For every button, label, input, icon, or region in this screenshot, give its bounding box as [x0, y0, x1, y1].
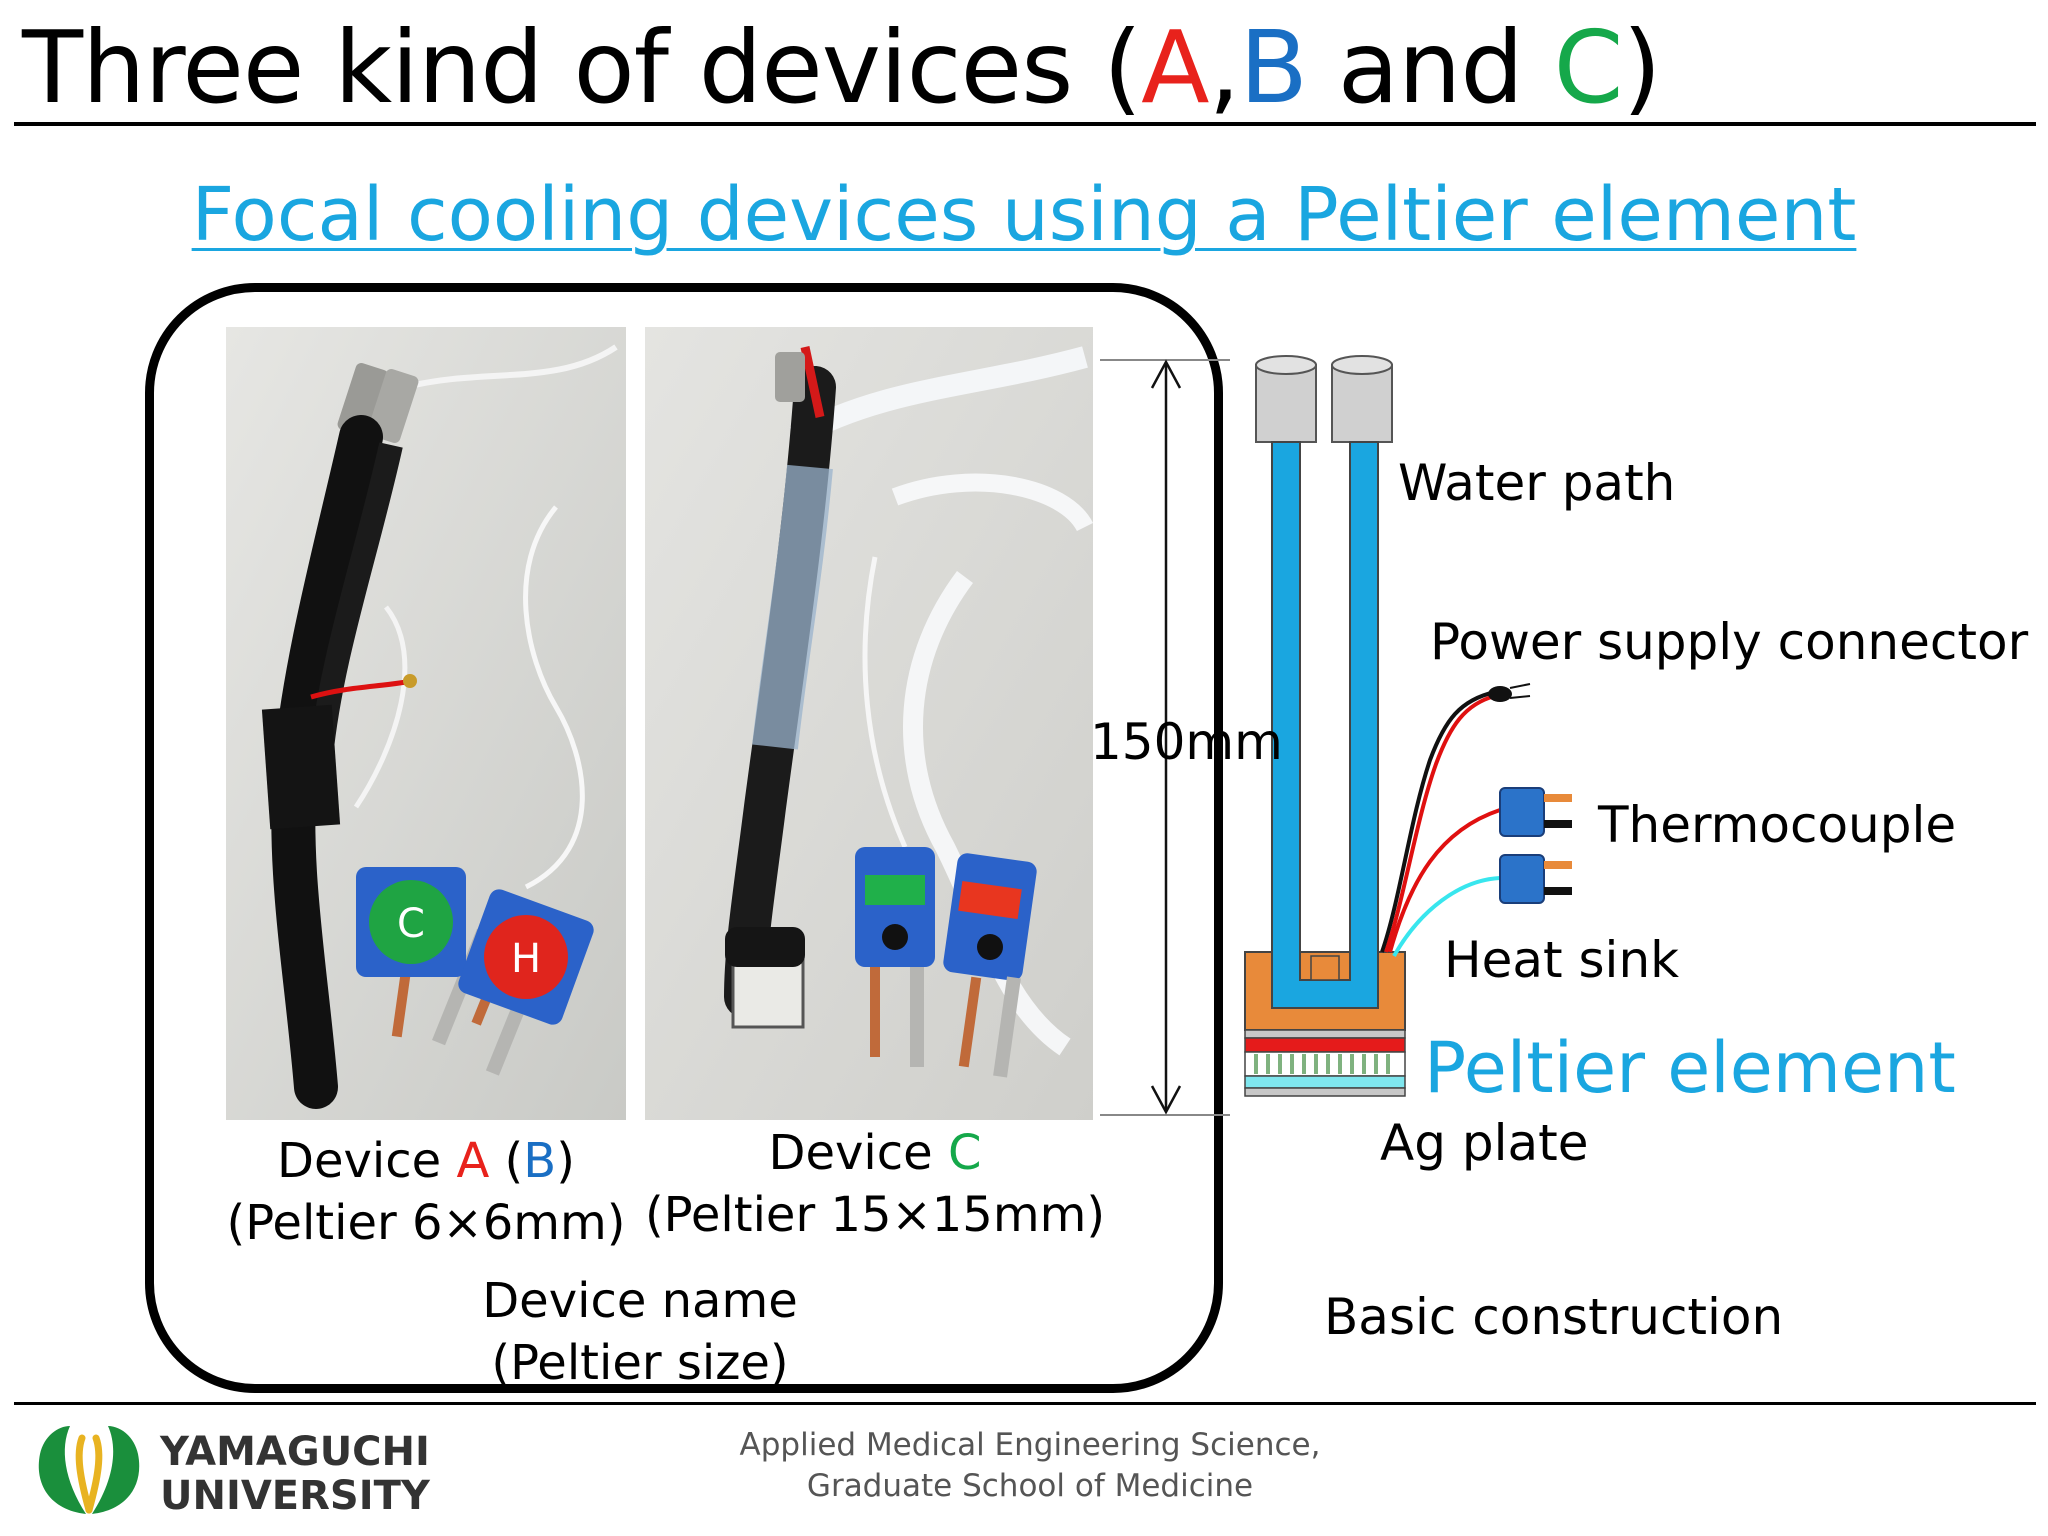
footer-rule: [14, 1402, 2036, 1405]
water-fitting-left-top: [1255, 355, 1317, 375]
power-supply-label: Power supply connector: [1430, 613, 2029, 671]
device-c-letter: C: [947, 1125, 982, 1181]
power-pin-1: [1509, 683, 1531, 689]
legend-device-name: Device name: [482, 1273, 798, 1329]
peltier-legs: [1254, 1054, 1390, 1074]
ag-plate: [1244, 1087, 1406, 1097]
device-a-photo: C H: [226, 327, 626, 1120]
title-suffix: ): [1622, 9, 1661, 126]
university-name: YAMAGUCHI UNIVERSITY: [160, 1430, 430, 1518]
device-c-name: Device C: [768, 1125, 982, 1181]
thermocouple-plug-2: [1499, 854, 1545, 904]
peltier-element-label: Peltier element: [1424, 1027, 1956, 1109]
title-letter-c: C: [1553, 9, 1624, 126]
thermocouple-pin-2b: [1544, 887, 1572, 895]
title-rule: [14, 122, 2036, 126]
heat-sink-label: Heat sink: [1444, 931, 1680, 989]
thermocouple-pin-1b: [1544, 820, 1572, 828]
legend-peltier-size: (Peltier size): [491, 1335, 789, 1391]
department-line-1: Applied Medical Engineering Science,: [739, 1427, 1321, 1463]
water-fitting-right: [1331, 364, 1393, 443]
thermocouple-wire-red: [1388, 808, 1501, 953]
device-b-letter: B: [523, 1133, 557, 1189]
university-line-1: YAMAGUCHI: [160, 1429, 430, 1475]
device-a-caption: Device A (B) (Peltier 6×6mm): [196, 1130, 656, 1254]
thermocouple-pin-2a: [1544, 861, 1572, 869]
university-line-2: UNIVERSITY: [160, 1473, 430, 1519]
thermocouple-wire-cyan: [1392, 876, 1501, 957]
length-label: 150mm: [1090, 713, 1283, 771]
device-a-letter: A: [456, 1133, 490, 1189]
connector-c-label: C: [397, 901, 425, 947]
construction-diagram: [1100, 355, 1572, 1116]
slide-subtitle: Focal cooling devices using a Peltier el…: [191, 172, 1857, 258]
dimension-arrow-head-top: [1150, 359, 1182, 389]
ag-plate-label: Ag plate: [1380, 1114, 1589, 1172]
device-a-name: Device A (B): [277, 1133, 575, 1189]
peltier-cold-layer: [1244, 1075, 1406, 1089]
power-supply-connector: [1488, 686, 1512, 702]
device-c-photo: [645, 327, 1093, 1120]
department-line-2: Graduate School of Medicine: [806, 1468, 1254, 1504]
peltier-hot-layer: [1244, 1037, 1406, 1053]
basic-construction-label: Basic construction: [1324, 1288, 1784, 1346]
title-and: and: [1306, 9, 1554, 126]
device-c-caption: Device C (Peltier 15×15mm): [640, 1122, 1110, 1246]
heat-sink-center: [1310, 955, 1340, 981]
water-path-label: Water path: [1398, 454, 1676, 512]
device-c-size: (Peltier 15×15mm): [644, 1187, 1106, 1243]
department-name: Applied Medical Engineering Science, Gra…: [700, 1425, 1360, 1507]
power-pin-2: [1509, 695, 1531, 699]
water-fitting-right-top: [1331, 355, 1393, 375]
device-a-size: (Peltier 6×6mm): [226, 1195, 626, 1251]
photo-frame: [145, 283, 1223, 1393]
dimension-arrow-head-bottom: [1150, 1085, 1182, 1115]
water-fitting-left: [1255, 364, 1317, 443]
title-letter-b: B: [1239, 9, 1308, 126]
peltier-top-plate: [1244, 1029, 1406, 1039]
power-wire-black: [1380, 690, 1496, 953]
connector-h-label: H: [511, 936, 541, 982]
water-path: [1271, 441, 1379, 1009]
power-wire-red: [1384, 694, 1496, 953]
thermocouple-label: Thermocouple: [1598, 796, 1957, 854]
university-logo: [38, 1426, 140, 1514]
thermocouple-pin-1a: [1544, 794, 1572, 802]
title-letter-a: A: [1141, 9, 1209, 126]
title-comma: ,: [1208, 9, 1241, 126]
slide-title: Three kind of devices (A,B and C): [22, 8, 1661, 128]
caption-legend: Device name (Peltier size): [400, 1270, 880, 1394]
thermocouple-plug-1: [1499, 787, 1545, 837]
title-prefix: Three kind of devices (: [22, 9, 1142, 126]
